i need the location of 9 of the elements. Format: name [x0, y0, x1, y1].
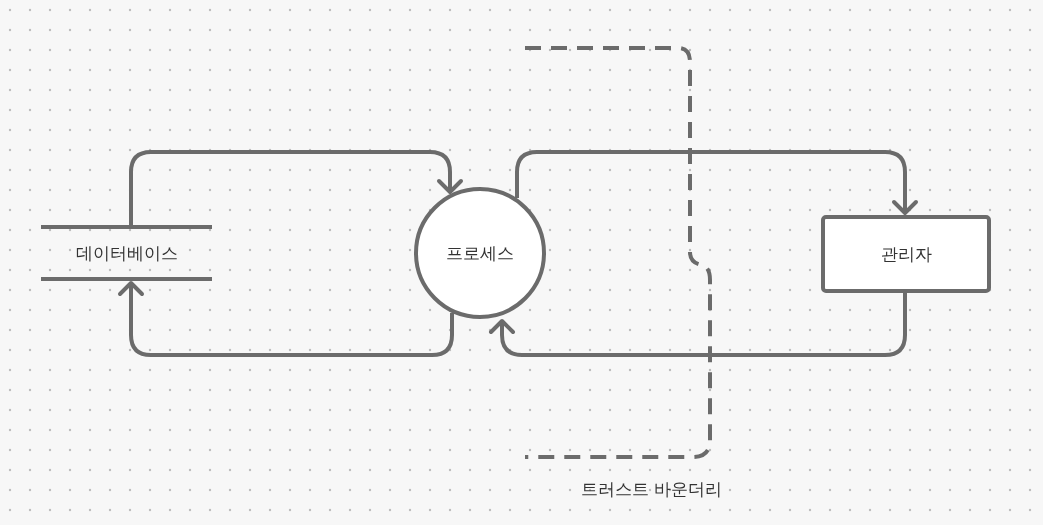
arrow: [515, 150, 918, 215]
node-label: 관리자: [880, 242, 932, 266]
node-label: 프로세스: [446, 241, 514, 265]
entity-box: [821, 215, 991, 293]
data-store: [41, 225, 212, 281]
arrow: [118, 281, 454, 357]
arrow: [129, 150, 463, 225]
arrow: [489, 293, 907, 357]
boundary-label: 트러스트 바운더리: [581, 478, 723, 501]
